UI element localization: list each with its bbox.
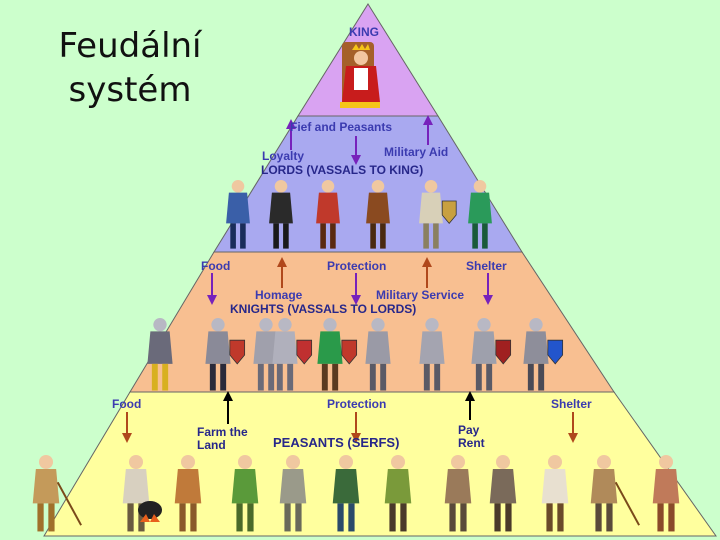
peasant-figure-icon <box>652 455 680 532</box>
knight-figure-icon <box>365 318 391 391</box>
lord-figure-icon <box>366 180 390 249</box>
lord-figure-icon <box>468 180 492 249</box>
military-service-label: Military Service <box>376 288 464 302</box>
knight-figure-icon <box>317 318 358 391</box>
peasant-figure-icon <box>332 455 360 532</box>
farm-label-line-1: Farm the <box>197 425 248 439</box>
peasant-figure-icon <box>174 455 202 532</box>
slide-title: Feudální systém <box>40 24 220 112</box>
knight-figure-icon <box>419 318 445 391</box>
farm-label-line-2: Land <box>197 438 226 452</box>
peasants-figures <box>32 455 680 532</box>
pay-label-line-2: Rent <box>458 436 485 450</box>
loyalty-label: Loyalty <box>262 149 304 163</box>
peasant-figure-icon <box>122 455 150 532</box>
peasant-figure-icon <box>590 455 640 532</box>
knight-figure-icon <box>471 318 512 391</box>
knights-food-label: Food <box>201 259 230 273</box>
lord-figure-icon <box>316 180 340 249</box>
peasants-food-label: Food <box>112 397 141 411</box>
knight-figure-icon <box>272 318 313 391</box>
peasant-figure-icon <box>32 455 82 532</box>
title-line-1: Feudální <box>58 26 202 66</box>
lord-figure-icon <box>419 180 457 249</box>
peasant-figure-icon <box>384 455 412 532</box>
peasant-figure-icon <box>541 455 569 532</box>
military-aid-label: Military Aid <box>384 145 448 159</box>
fief-label: Fief and Peasants <box>290 120 392 134</box>
knights-figures <box>147 318 564 391</box>
peasants-protection-label: Protection <box>327 397 386 411</box>
homage-label: Homage <box>255 288 303 302</box>
knight-figure-icon <box>205 318 246 391</box>
lords-tier-title: LORDS (VASSALS TO KING) <box>261 163 423 177</box>
king-icon <box>340 42 380 108</box>
title-line-2: systém <box>68 70 192 110</box>
king-label: KING <box>349 25 379 39</box>
knights-tier-title: KNIGHTS (VASSALS TO LORDS) <box>230 302 416 316</box>
knights-shelter-label: Shelter <box>466 259 507 273</box>
knight-figure-icon <box>253 318 279 391</box>
peasant-figure-icon <box>231 455 259 532</box>
knights-protection-label: Protection <box>327 259 386 273</box>
lord-figure-icon <box>226 180 250 249</box>
lord-figure-icon <box>269 180 293 249</box>
peasant-figure-icon <box>279 455 307 532</box>
cooking-pot-icon <box>138 501 162 522</box>
pay-label-line-1: Pay <box>458 423 480 437</box>
knight-figure-icon <box>523 318 564 391</box>
peasants-tier-title: PEASANTS (SERFS) <box>273 435 399 450</box>
knight-figure-icon <box>147 318 173 391</box>
lords-figures <box>226 180 492 249</box>
peasant-figure-icon <box>444 455 472 532</box>
peasants-shelter-label: Shelter <box>551 397 592 411</box>
peasant-figure-icon <box>489 455 517 532</box>
